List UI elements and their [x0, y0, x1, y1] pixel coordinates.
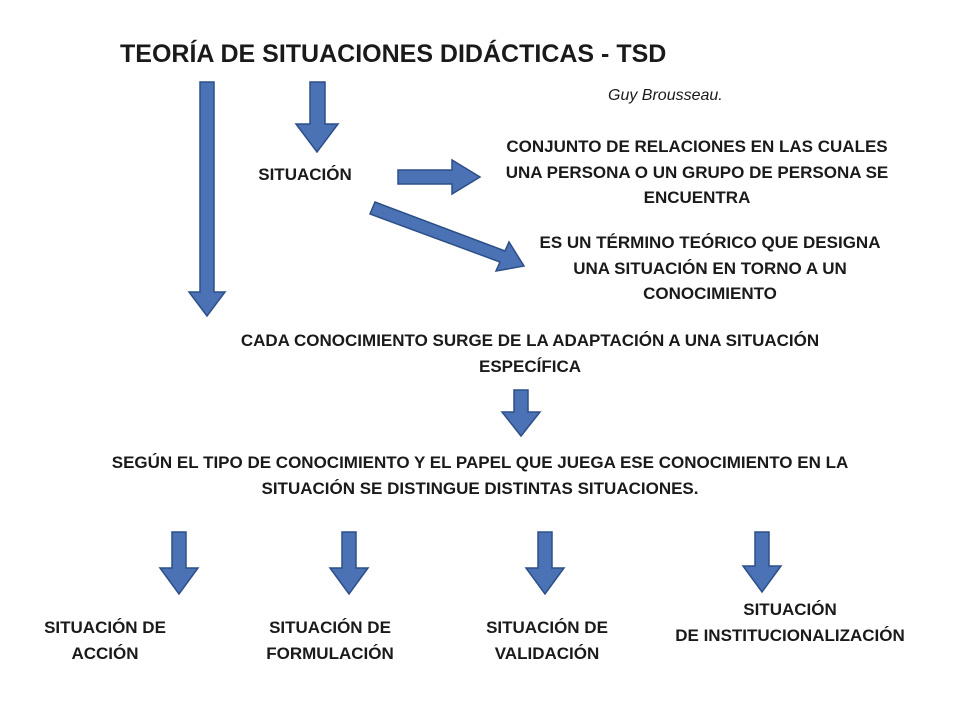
- arrow-diagonal-icon: [369, 201, 526, 272]
- diagram-title: TEORÍA DE SITUACIONES DIDÁCTICAS - TSD: [120, 40, 667, 68]
- arrow-down-icon: [294, 81, 340, 154]
- arrow-down-icon: [741, 531, 783, 594]
- situation-validacion-node: SITUACIÓN DE VALIDACIÓN: [486, 618, 608, 663]
- author-name: Guy Brousseau.: [608, 87, 723, 104]
- arrow-down-icon: [158, 531, 200, 596]
- arrow-right-icon: [397, 158, 482, 196]
- distinction-node: SEGÚN EL TIPO DE CONOCIMIENTO Y EL PAPEL…: [111, 453, 849, 498]
- situation-institucionalizacion-node: SITUACIÓN DE INSTITUCIONALIZACIÓN: [675, 600, 905, 645]
- definition-relations-node: CONJUNTO DE RELACIONES EN LAS CUALES UNA…: [505, 137, 889, 207]
- situation-accion-node: SITUACIÓN DE ACCIÓN: [44, 618, 166, 663]
- adaptation-node: CADA CONOCIMIENTO SURGE DE LA ADAPTACIÓN…: [240, 331, 820, 376]
- definition-theoretical-term-node: ES UN TÉRMINO TEÓRICO QUE DESIGNA UNA SI…: [539, 233, 881, 303]
- situation-formulacion-node: SITUACIÓN DE FORMULACIÓN: [266, 618, 394, 663]
- arrow-down-icon: [500, 389, 542, 438]
- situacion-node: SITUACIÓN: [258, 165, 352, 184]
- arrow-down-icon: [328, 531, 370, 596]
- arrow-down-icon: [187, 81, 227, 318]
- arrow-down-icon: [524, 531, 566, 596]
